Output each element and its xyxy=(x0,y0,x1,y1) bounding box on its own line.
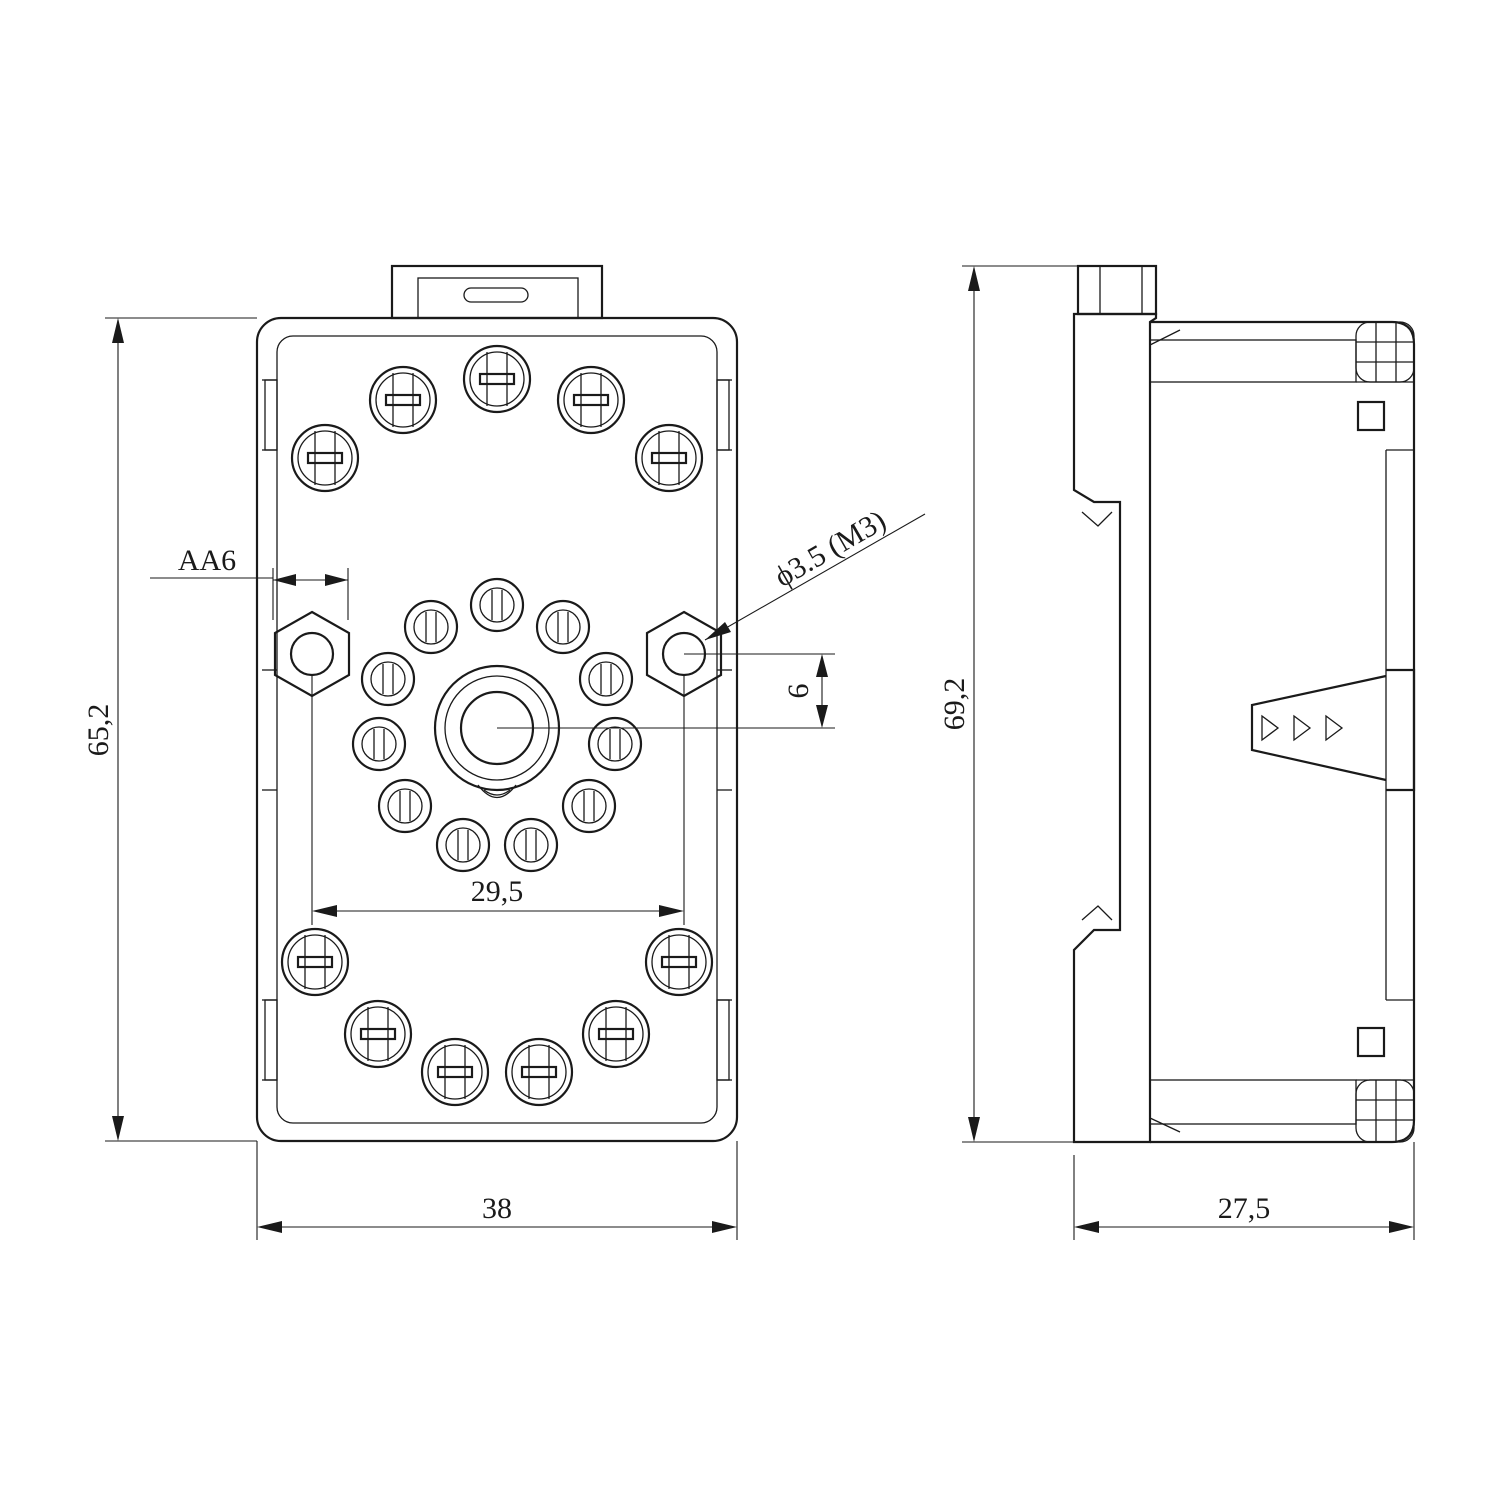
terminal-screw xyxy=(368,365,438,435)
terminal-screw xyxy=(462,344,532,414)
side-main-body xyxy=(1150,320,1416,1144)
side-corner-blocks xyxy=(1355,321,1415,1143)
terminal-screw xyxy=(343,999,413,1069)
front-view xyxy=(255,264,739,1143)
front-side-rails xyxy=(262,379,732,1081)
terminal-screw xyxy=(581,999,651,1069)
dim-front-height: 65,2 xyxy=(82,704,115,757)
side-top-latch xyxy=(1076,264,1158,316)
side-din-column xyxy=(1072,312,1158,1144)
terminal-screws-bottom xyxy=(280,927,714,1107)
dim-hole-offset: 6 xyxy=(782,684,815,699)
terminal-screw xyxy=(644,927,714,997)
center-key-hole xyxy=(433,664,561,799)
terminal-screw xyxy=(290,423,360,493)
side-dimensions: 69,2 27,5 xyxy=(938,265,1415,1240)
terminal-screws-top xyxy=(290,344,704,493)
socket-pins xyxy=(351,577,643,873)
side-window-top xyxy=(1356,400,1386,432)
front-body-outline xyxy=(255,316,739,1143)
dim-hole-spacing: 29,5 xyxy=(471,875,524,908)
dim-side-depth: 27,5 xyxy=(1218,1192,1271,1225)
terminal-screw xyxy=(634,423,704,493)
dim-side-height: 69,2 xyxy=(938,678,971,731)
terminal-screw xyxy=(280,927,350,997)
dim-hole-diameter: ϕ3.5 (M3) xyxy=(769,504,892,594)
terminal-screw xyxy=(504,1037,574,1107)
top-clip xyxy=(390,264,604,320)
terminal-screw xyxy=(556,365,626,435)
side-view xyxy=(1072,264,1416,1144)
dim-clearance: AA6 xyxy=(178,544,236,577)
terminal-screw xyxy=(420,1037,490,1107)
front-inner-outline xyxy=(276,335,718,1124)
dim-front-width: 38 xyxy=(482,1192,512,1225)
side-release-lever xyxy=(1250,668,1416,792)
side-window-bottom xyxy=(1356,1026,1386,1058)
